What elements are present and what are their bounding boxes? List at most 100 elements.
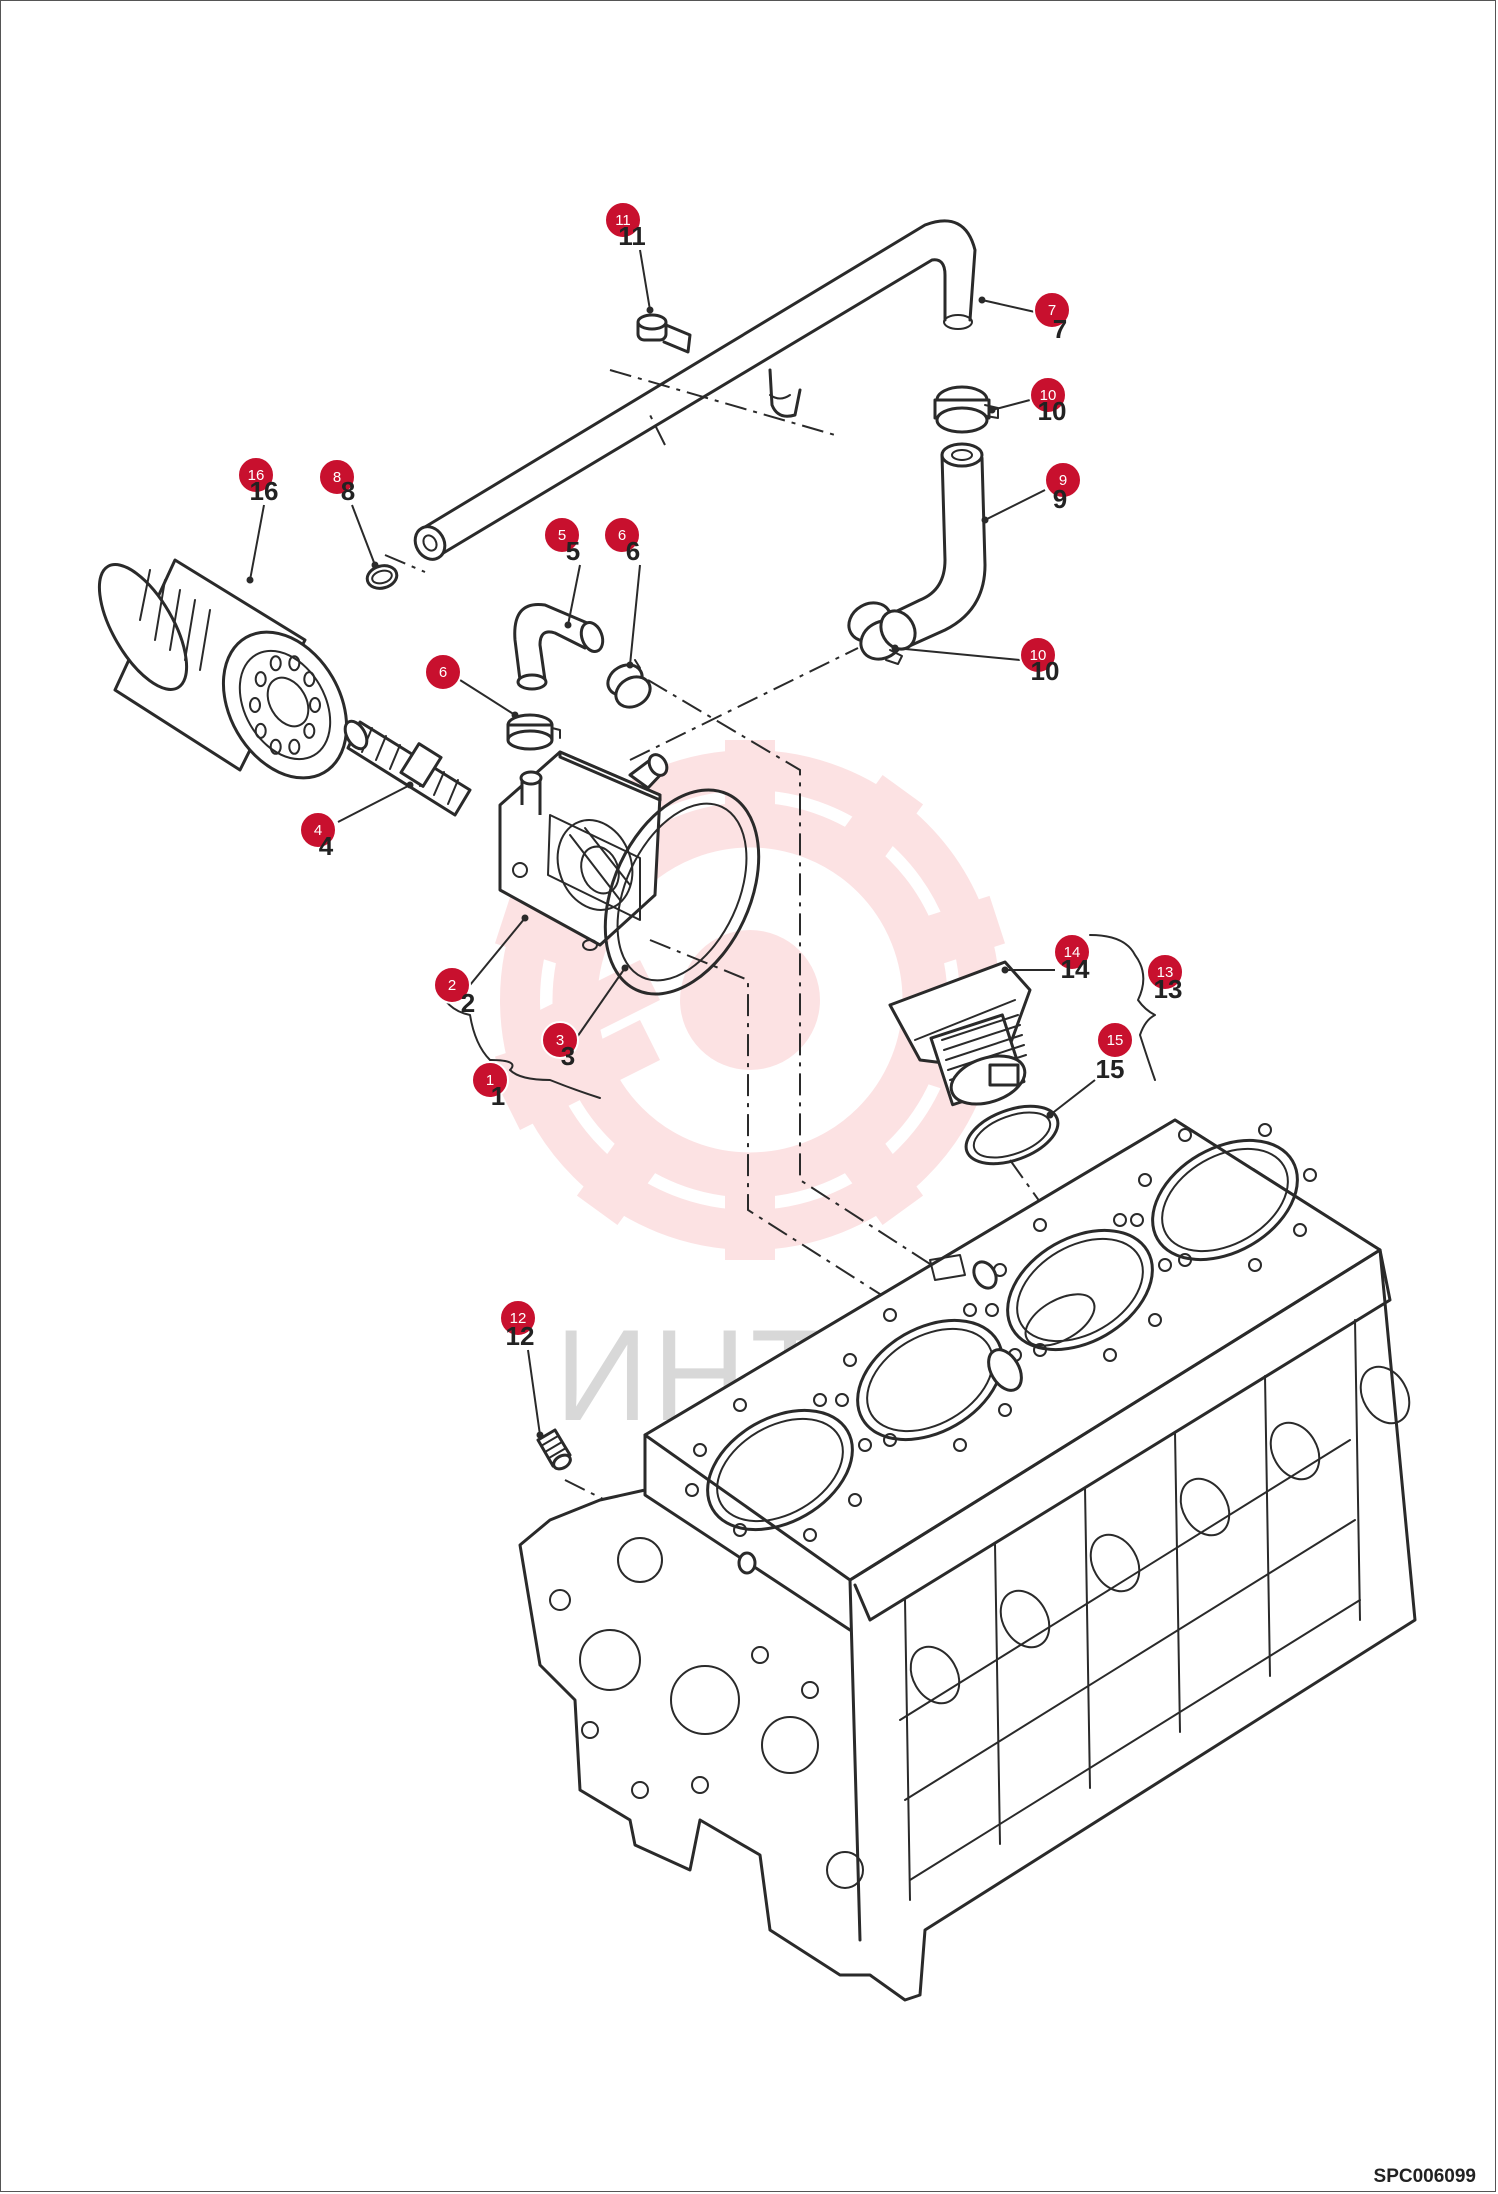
cylinder-bore-inner: [866, 1327, 994, 1433]
cylinder-bore: [1006, 1228, 1154, 1352]
part-number-label: 6: [626, 536, 640, 566]
head-bolt-hole: [963, 1303, 977, 1317]
block-boss: [1089, 1533, 1141, 1593]
block-boss: [1269, 1421, 1321, 1481]
callout-7[interactable]: 77: [1033, 291, 1071, 344]
leader-line-9: [984, 489, 1046, 521]
watermark-gear-tooth: [918, 895, 1006, 967]
front-face-hole: [691, 1776, 709, 1794]
part-number-label: 2: [461, 988, 475, 1018]
head-bolt-hole: [1033, 1343, 1047, 1357]
callout-2[interactable]: 22: [433, 966, 475, 1018]
part-number-label: 13: [1154, 974, 1183, 1004]
badge-number: 10: [1040, 387, 1057, 404]
filter-inlet-hole: [249, 697, 261, 713]
part-5-elbow-hose: [513, 602, 605, 691]
callout-3[interactable]: 33: [541, 1021, 579, 1071]
leader-line-16: [249, 504, 265, 581]
front-face-hole: [751, 1646, 769, 1664]
filter-inlet-hole: [303, 671, 316, 688]
leader-dot-14: [1001, 966, 1009, 974]
brace-group-1: [437, 984, 601, 1099]
head-bolt-hole: [693, 1443, 707, 1457]
cylinder-bore-inner: [716, 1417, 844, 1523]
badge-number: 1: [486, 1072, 494, 1089]
block-rib: [904, 1599, 911, 1901]
badge-number: 8: [333, 469, 341, 486]
part-number-label: 15: [1096, 1054, 1125, 1084]
block-rib: [1084, 1487, 1091, 1789]
head-bolt-hole: [1178, 1128, 1192, 1142]
part-number-label: 14: [1061, 954, 1090, 984]
badge-number: 14: [1064, 944, 1081, 961]
leader-dot-3: [621, 964, 629, 972]
watermark-gear-tooth: [576, 1134, 662, 1226]
leader-line-10a: [991, 399, 1031, 411]
part-number-label: 10: [1031, 656, 1060, 686]
watermark-gear-tooth: [725, 740, 775, 815]
badge-number: 15: [1107, 1032, 1124, 1049]
leader-line-3: [574, 967, 626, 1041]
head-bolt-hole: [1130, 1213, 1144, 1227]
block-rib: [1174, 1431, 1181, 1733]
callout-1[interactable]: 11: [471, 1061, 509, 1111]
badge-number: 3: [556, 1032, 564, 1049]
part-number-label: 12: [506, 1321, 535, 1351]
badge-number: 11: [615, 212, 631, 229]
leader-dot-10b: [891, 644, 899, 652]
callout-5[interactable]: 55: [543, 516, 581, 566]
head-bolt-hole: [1033, 1218, 1047, 1232]
leader-dot-5: [564, 621, 572, 629]
head-bolt-hole: [858, 1438, 872, 1452]
front-face-hole: [761, 1716, 819, 1774]
leader-dot-6b: [511, 711, 519, 719]
head-bolt-hole: [1258, 1123, 1272, 1137]
engine-block: [518, 1118, 1417, 2002]
leader-line-8: [351, 504, 376, 566]
filter-inlet-hole: [288, 655, 301, 672]
leader-dot-11: [646, 306, 654, 314]
badge-circle: [1146, 953, 1184, 991]
head-bolt-hole: [1103, 1348, 1117, 1362]
head-bolt-hole: [1293, 1223, 1307, 1237]
callout-6a[interactable]: 66: [603, 516, 641, 566]
leader-dot-2: [521, 914, 529, 922]
badge-circle: [318, 458, 356, 496]
head-bolt-hole: [843, 1353, 857, 1367]
callout-4[interactable]: 44: [299, 811, 337, 861]
badge-number: 6: [618, 527, 626, 544]
filter-inlet-hole: [269, 738, 282, 755]
head-bolt-hole: [733, 1398, 747, 1412]
leader-dot-7: [978, 296, 986, 304]
part-12-plug: [536, 1428, 572, 1471]
filter-inlet-hole: [269, 655, 282, 672]
part-15-o-ring: [964, 1104, 1060, 1166]
badge-number: 7: [1048, 302, 1056, 319]
part-number-label: 9: [1053, 484, 1067, 514]
badge-circle: [299, 811, 337, 849]
callout-9[interactable]: 99: [1044, 461, 1082, 514]
block-rib: [1354, 1319, 1361, 1621]
cylinder-bore: [706, 1408, 854, 1532]
drawing-code: SPC006099: [1373, 2166, 1476, 2187]
badge-circle: [1053, 933, 1091, 971]
head-bolt-hole: [733, 1523, 747, 1537]
part-number-label: 11: [618, 221, 646, 251]
badge-circle: [499, 1299, 537, 1337]
part-14-filler-neck: [888, 960, 1032, 1107]
part-11-bolt: [636, 313, 692, 354]
head-bolt-hole: [1148, 1313, 1162, 1327]
callout-6b[interactable]: 6: [424, 653, 462, 691]
badge-circle: [541, 1021, 579, 1059]
leader-lines: [246, 249, 1096, 1439]
